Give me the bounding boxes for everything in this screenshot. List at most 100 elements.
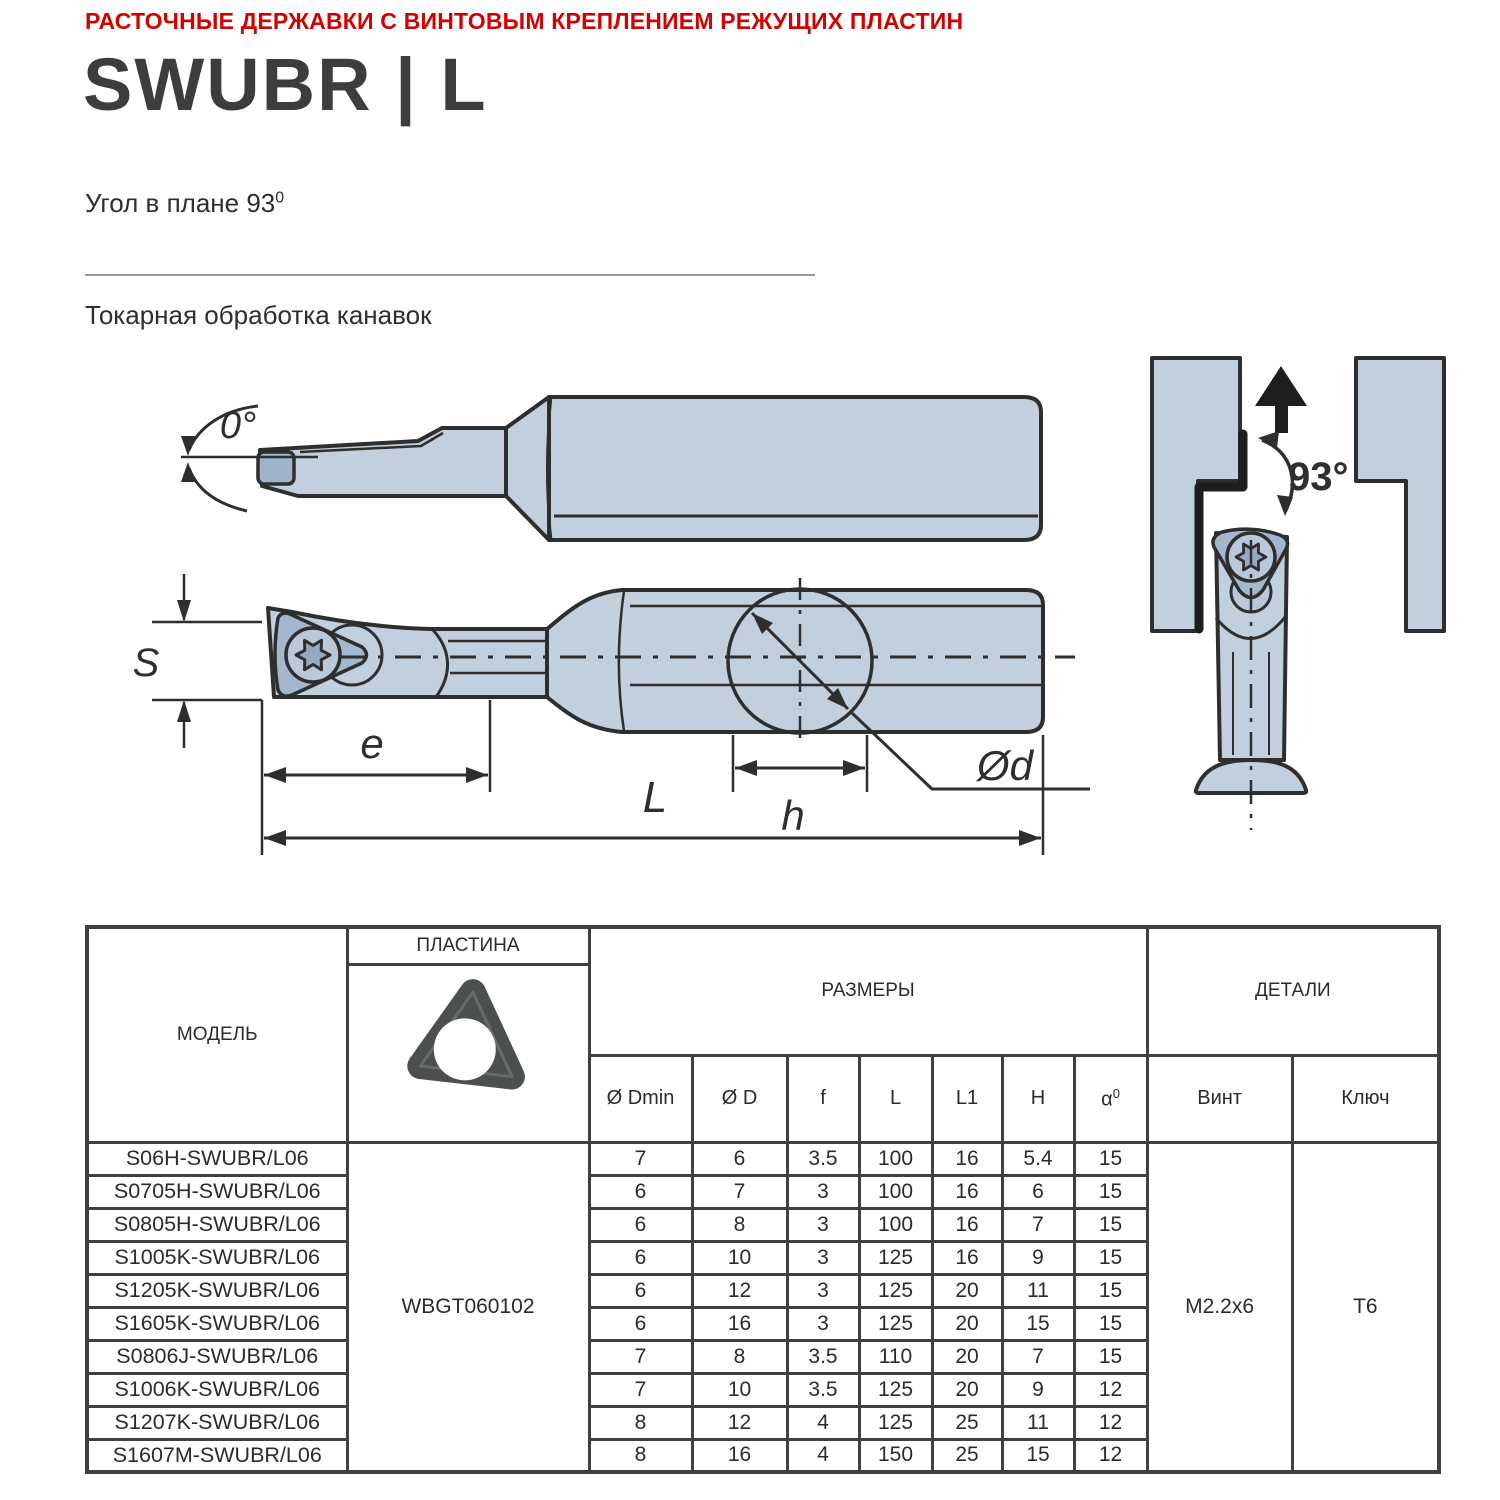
cell-l1: 20	[930, 1305, 1004, 1342]
cell-dmin: 6	[587, 1206, 694, 1243]
dim-label-entering-angle: 93°	[1288, 455, 1349, 499]
header-insert: ПЛАСТИНА	[345, 925, 591, 966]
cell-dmin: 6	[587, 1305, 694, 1342]
cell-dmin: 7	[587, 1140, 694, 1177]
col-header-dmin: Ø Dmin	[587, 1053, 694, 1144]
cell-f: 3.5	[785, 1140, 861, 1177]
cell-dmin: 7	[587, 1371, 694, 1408]
cell-alpha: 15	[1072, 1140, 1149, 1177]
cell-f: 3.5	[785, 1338, 861, 1375]
cell-h: 9	[1000, 1371, 1076, 1408]
cell-model: S06H-SWUBR/L06	[85, 1140, 349, 1177]
cell-alpha: 12	[1072, 1437, 1149, 1474]
cell-model: S0705H-SWUBR/L06	[85, 1173, 349, 1210]
cell-alpha: 15	[1072, 1272, 1149, 1309]
col-header-h: H	[1000, 1053, 1076, 1144]
cell-alpha: 15	[1072, 1173, 1149, 1210]
technical-drawing: 0° Ød S e	[133, 356, 1446, 855]
cell-f: 3	[785, 1173, 861, 1210]
cell-l1: 16	[930, 1239, 1004, 1276]
cell-model: S1205K-SWUBR/L06	[85, 1272, 349, 1309]
cell-l: 125	[857, 1371, 934, 1408]
plan-angle-value: Угол в плане 93	[85, 188, 276, 218]
cell-f: 3	[785, 1206, 861, 1243]
cell-h: 9	[1000, 1239, 1076, 1276]
cell-model: S1207K-SWUBR/L06	[85, 1404, 349, 1441]
end-view-drawing: 93°	[1150, 356, 1446, 830]
cell-l1: 16	[930, 1140, 1004, 1177]
cell-d: 10	[690, 1371, 789, 1408]
cell-f: 3	[785, 1305, 861, 1342]
feed-direction-arrow	[1255, 366, 1307, 433]
cell-dmin: 8	[587, 1404, 694, 1441]
cell-f: 3.5	[785, 1371, 861, 1408]
dim-label-s: S	[133, 641, 160, 685]
cell-alpha: 12	[1072, 1404, 1149, 1441]
top-view-drawing: 0°	[181, 395, 1043, 542]
insert-photo-cell	[345, 962, 591, 1144]
dim-label-l: L	[643, 773, 667, 822]
cell-l: 125	[857, 1404, 934, 1441]
cell-h: 5.4	[1000, 1140, 1076, 1177]
cell-d: 8	[690, 1206, 789, 1243]
cell-f: 4	[785, 1437, 861, 1474]
header-model: МОДЕЛЬ	[85, 925, 349, 1144]
torx-recess-icon	[294, 638, 332, 672]
table-row: S1207K-SWUBR/L06 8 12 4 125 25 11 12	[85, 1404, 1439, 1441]
cell-d: 12	[690, 1404, 789, 1441]
cell-d: 12	[690, 1272, 789, 1309]
cell-h: 7	[1000, 1338, 1076, 1375]
dim-label-shank-diameter: Ød	[975, 742, 1035, 789]
cell-dmin: 6	[587, 1239, 694, 1276]
cell-model: S1005K-SWUBR/L06	[85, 1239, 349, 1276]
cell-h: 15	[1000, 1305, 1076, 1342]
cell-model: S0805H-SWUBR/L06	[85, 1206, 349, 1243]
table-row: S1607M-SWUBR/L06 8 16 4 150 25 15 12	[85, 1437, 1439, 1474]
cell-model: S1006K-SWUBR/L06	[85, 1371, 349, 1408]
cell-l1: 16	[930, 1173, 1004, 1210]
plan-angle-sup: 0	[275, 189, 285, 207]
cell-alpha: 15	[1072, 1239, 1149, 1276]
cell-l: 125	[857, 1305, 934, 1342]
cell-f: 4	[785, 1404, 861, 1441]
cell-alpha: 15	[1072, 1305, 1149, 1342]
cell-d: 10	[690, 1239, 789, 1276]
cell-dmin: 6	[587, 1173, 694, 1210]
page-title: SWUBR | L	[83, 43, 488, 126]
table-row: S0805H-SWUBR/L06 6 8 3 100 16 7 15	[85, 1206, 1439, 1243]
table-row: S1205K-SWUBR/L06 6 12 3 125 20 11 15	[85, 1272, 1439, 1309]
cell-d: 6	[690, 1140, 789, 1177]
machined-edge-line	[1194, 429, 1248, 634]
table-row: S1605K-SWUBR/L06 6 16 3 125 20 15 15	[85, 1305, 1439, 1342]
table-row: S06H-SWUBR/L06 WBGT060102 7 6 3.5 100 16…	[85, 1140, 1441, 1474]
operation-text: Токарная обработка канавок	[85, 300, 432, 330]
cell-insert-code: WBGT060102	[345, 1140, 591, 1474]
insert-tip-top-view	[256, 450, 296, 486]
col-header-screw: Винт	[1145, 1053, 1294, 1144]
cell-alpha: 12	[1072, 1371, 1149, 1408]
alpha-sup: 0	[1112, 1085, 1120, 1101]
col-header-l: L	[857, 1053, 934, 1144]
cell-key: T6	[1290, 1140, 1441, 1474]
cell-screw: M2.2x6	[1145, 1140, 1294, 1474]
cell-dmin: 6	[587, 1272, 694, 1309]
table-row: S1006K-SWUBR/L06 7 10 3.5 125 20 9 12	[85, 1371, 1439, 1408]
cell-d: 7	[690, 1173, 789, 1210]
col-header-key: Ключ	[1290, 1053, 1441, 1144]
cell-model: S1607M-SWUBR/L06	[85, 1437, 349, 1474]
cell-l1: 25	[930, 1404, 1004, 1441]
header-parts: ДЕТАЛИ	[1145, 925, 1441, 1057]
cell-dmin: 7	[587, 1338, 694, 1375]
dim-label-e: e	[360, 720, 383, 767]
cell-model: S0806J-SWUBR/L06	[85, 1338, 349, 1375]
divider-line	[85, 274, 815, 276]
cell-d: 8	[690, 1338, 789, 1375]
cell-l: 150	[857, 1437, 934, 1474]
spec-table: МОДЕЛЬ ПЛАСТИНА РАЗМЕРЫ ДЕТАЛИ Ø Dmin Ø …	[85, 925, 1442, 1474]
cell-f: 3	[785, 1239, 861, 1276]
cell-alpha: 15	[1072, 1206, 1149, 1243]
alpha-symbol: α	[1101, 1088, 1113, 1111]
dim-label-h: h	[781, 792, 804, 839]
cell-l: 100	[857, 1206, 934, 1243]
col-header-alpha: α0	[1072, 1053, 1149, 1144]
